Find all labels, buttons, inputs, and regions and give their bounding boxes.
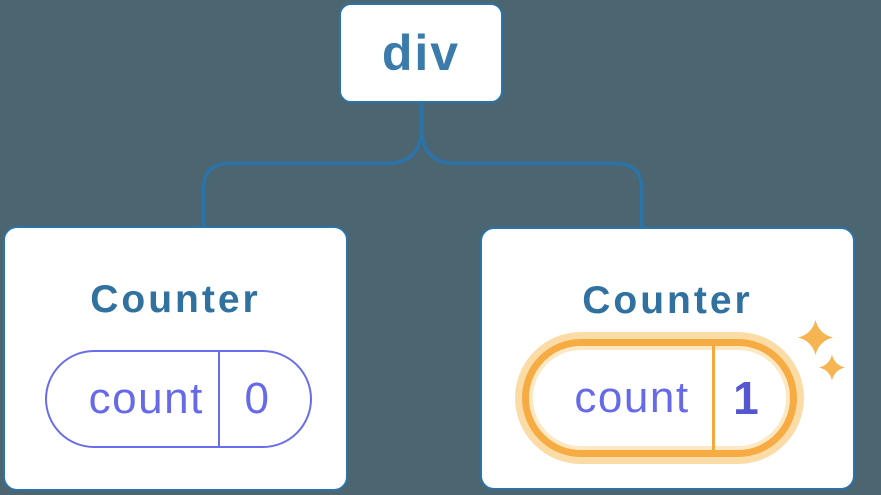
counter-card-updated: Counter count 1 [480, 227, 855, 490]
state-pill-highlighted: count 1 [522, 339, 797, 457]
component-title: Counter [90, 278, 261, 321]
state-key-label: count [574, 373, 690, 422]
state-value: 1 [711, 346, 790, 450]
state-value: 0 [218, 352, 310, 446]
state-pill-default: count 0 [45, 350, 312, 448]
connector-left-branch [201, 103, 424, 227]
root-node-div: div [339, 3, 503, 103]
state-key-label: count [88, 374, 204, 423]
counter-card-default: Counter count 0 [3, 226, 348, 491]
component-title: Counter [582, 279, 753, 322]
connector-right-branch [419, 103, 644, 229]
root-node-label: div [381, 25, 461, 81]
